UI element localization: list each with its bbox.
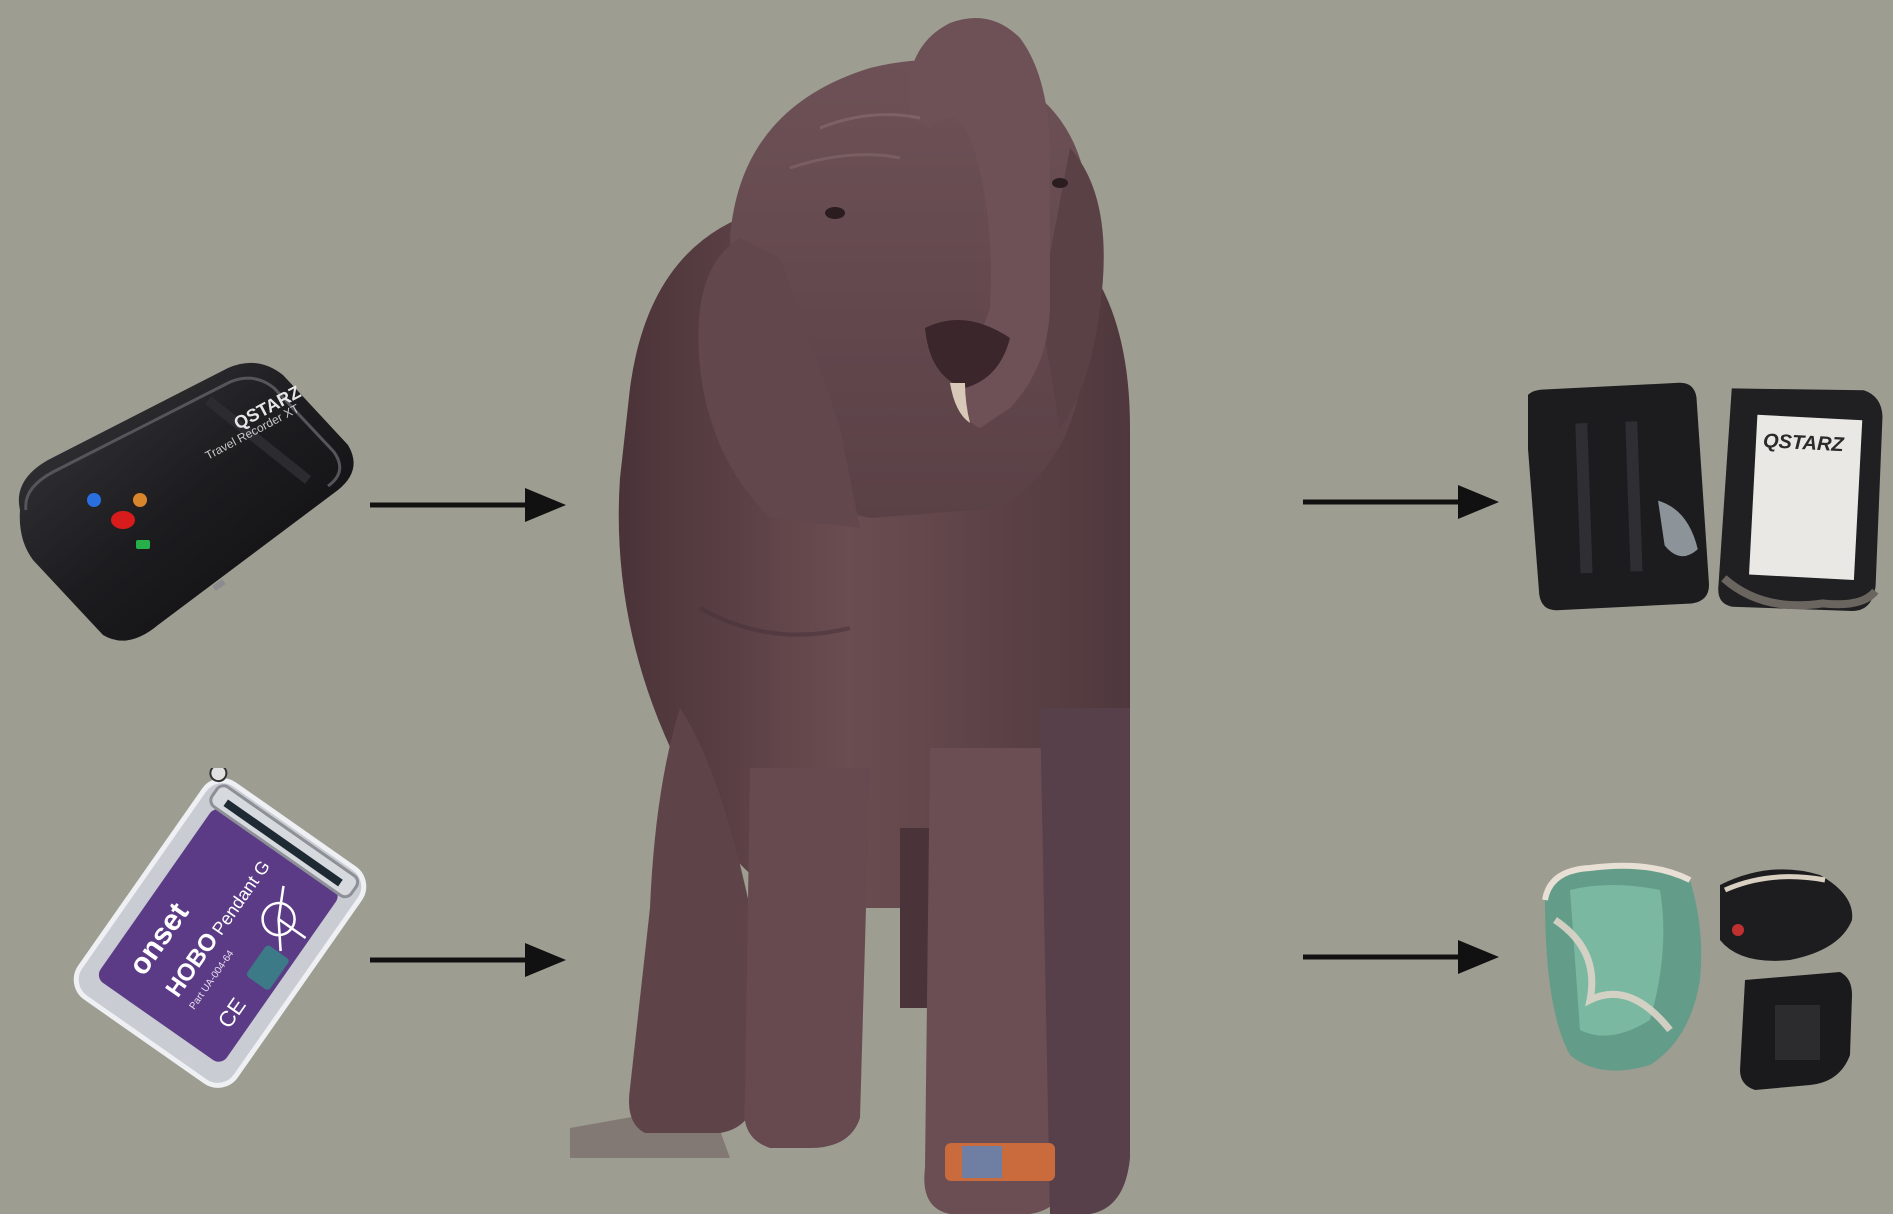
arrow-hobo-to-elephant [370,935,570,985]
damaged-gps-devices: QSTARZ [1528,382,1893,622]
elephant-icon [570,8,1310,1214]
power-button-icon [111,511,135,529]
arrow-right-icon [1303,477,1503,527]
bluetooth-led-icon [87,493,101,507]
gps-logger-device: QSTARZ Travel Recorder XT [8,360,358,650]
eye-icon [825,207,845,219]
elephant-photo [570,8,1310,1214]
collar-tag-icon [962,1146,1002,1178]
status-led-icon [133,493,147,507]
arrow-right-icon [370,935,570,985]
hobo-logger-icon: onset HOBO Pendant G Part UA-004-64 CE [50,768,390,1098]
arrow-elephant-to-damaged-hobo [1303,932,1503,982]
damaged-gps-label: QSTARZ [1762,430,1845,456]
battery-led-icon [136,540,150,549]
arrow-right-icon [1303,932,1503,982]
arrow-elephant-to-damaged-gps [1303,477,1503,527]
hobo-logger-device: onset HOBO Pendant G Part UA-004-64 CE [50,768,390,1098]
eye-icon [1052,178,1068,188]
gps-logger-icon: QSTARZ Travel Recorder XT [8,360,358,650]
damaged-gps-icon: QSTARZ [1528,382,1893,622]
damaged-hobo-icon [1540,860,1870,1105]
damaged-hobo-devices [1540,860,1870,1105]
arrow-gps-to-elephant [370,480,570,530]
arrow-right-icon [370,480,570,530]
